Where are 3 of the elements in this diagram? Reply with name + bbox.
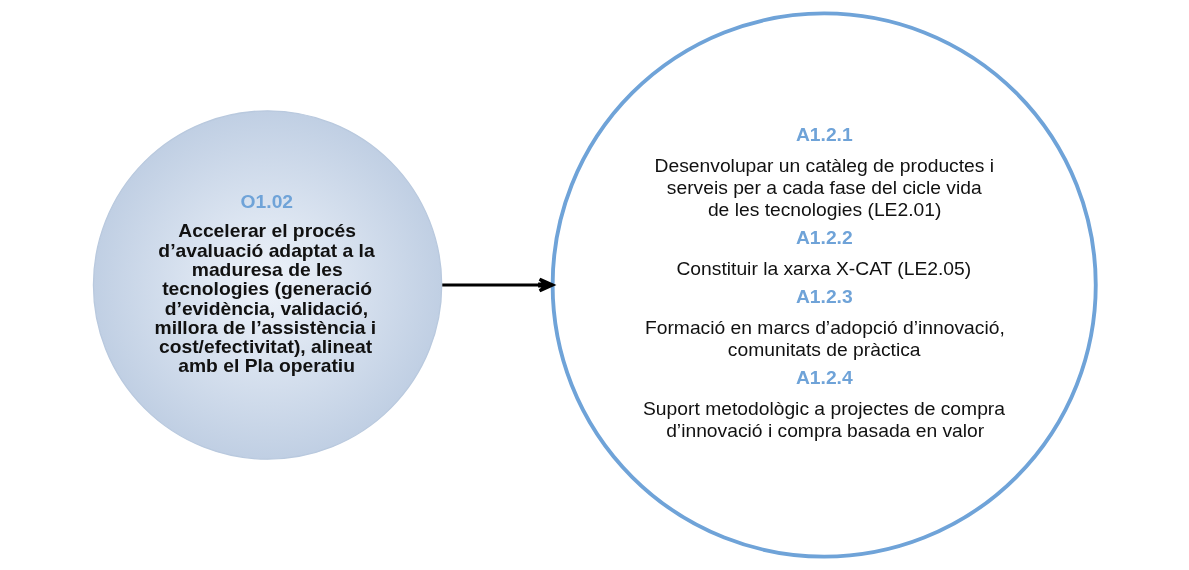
node-circle: A1.2.1 Desenvolupar un catàleg de productes i serveis per a cada fase del cicle vida de les tecnologies (LE2.01) A1.2.2 Constituir la xarxa X-CAT (LE2.05) A1.2.3 Formació en marcs d’adopció d’innovació, comunitats de pràctica A1.2.4 Suport metodològic a projectes de compra d’innovació i compra basada en valor: [550, 11, 1098, 559]
arrow: [442, 277, 555, 293]
node-circle: O1.02 Accelerar el procés d’avaluació adaptat a la maduresa de les tecnologies (generació d’evidència, validació, millora de l’assistència i cost/efectivitat), alineat amb el Pla operatiu: [92, 110, 443, 460]
